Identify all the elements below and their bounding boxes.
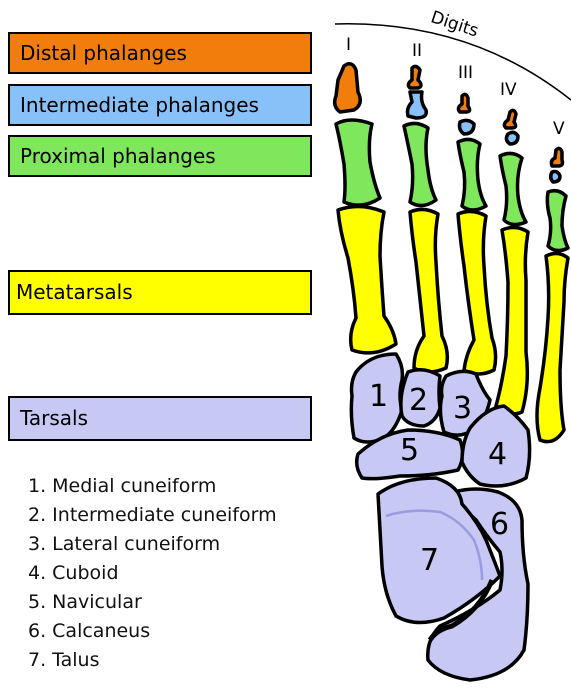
bone-number-2: 2 [409,383,428,418]
bone-number-1: 1 [369,379,388,414]
digit-numeral-2: II [412,41,422,61]
bone-number-5: 5 [400,433,419,468]
digit-numeral-3: III [458,63,473,83]
digits-title: Digits [428,7,481,41]
digits-arc [335,24,571,100]
digit-numeral-5: V [553,119,565,139]
bone-number-4: 4 [488,437,507,472]
bone-number-3: 3 [453,391,472,426]
intermediate-phalanges [408,92,561,182]
bone-number-6: 6 [490,507,509,542]
digit-numeral-1: I [346,35,351,55]
bone-number-7: 7 [420,543,439,578]
digit-numeral-4: IV [500,80,517,100]
